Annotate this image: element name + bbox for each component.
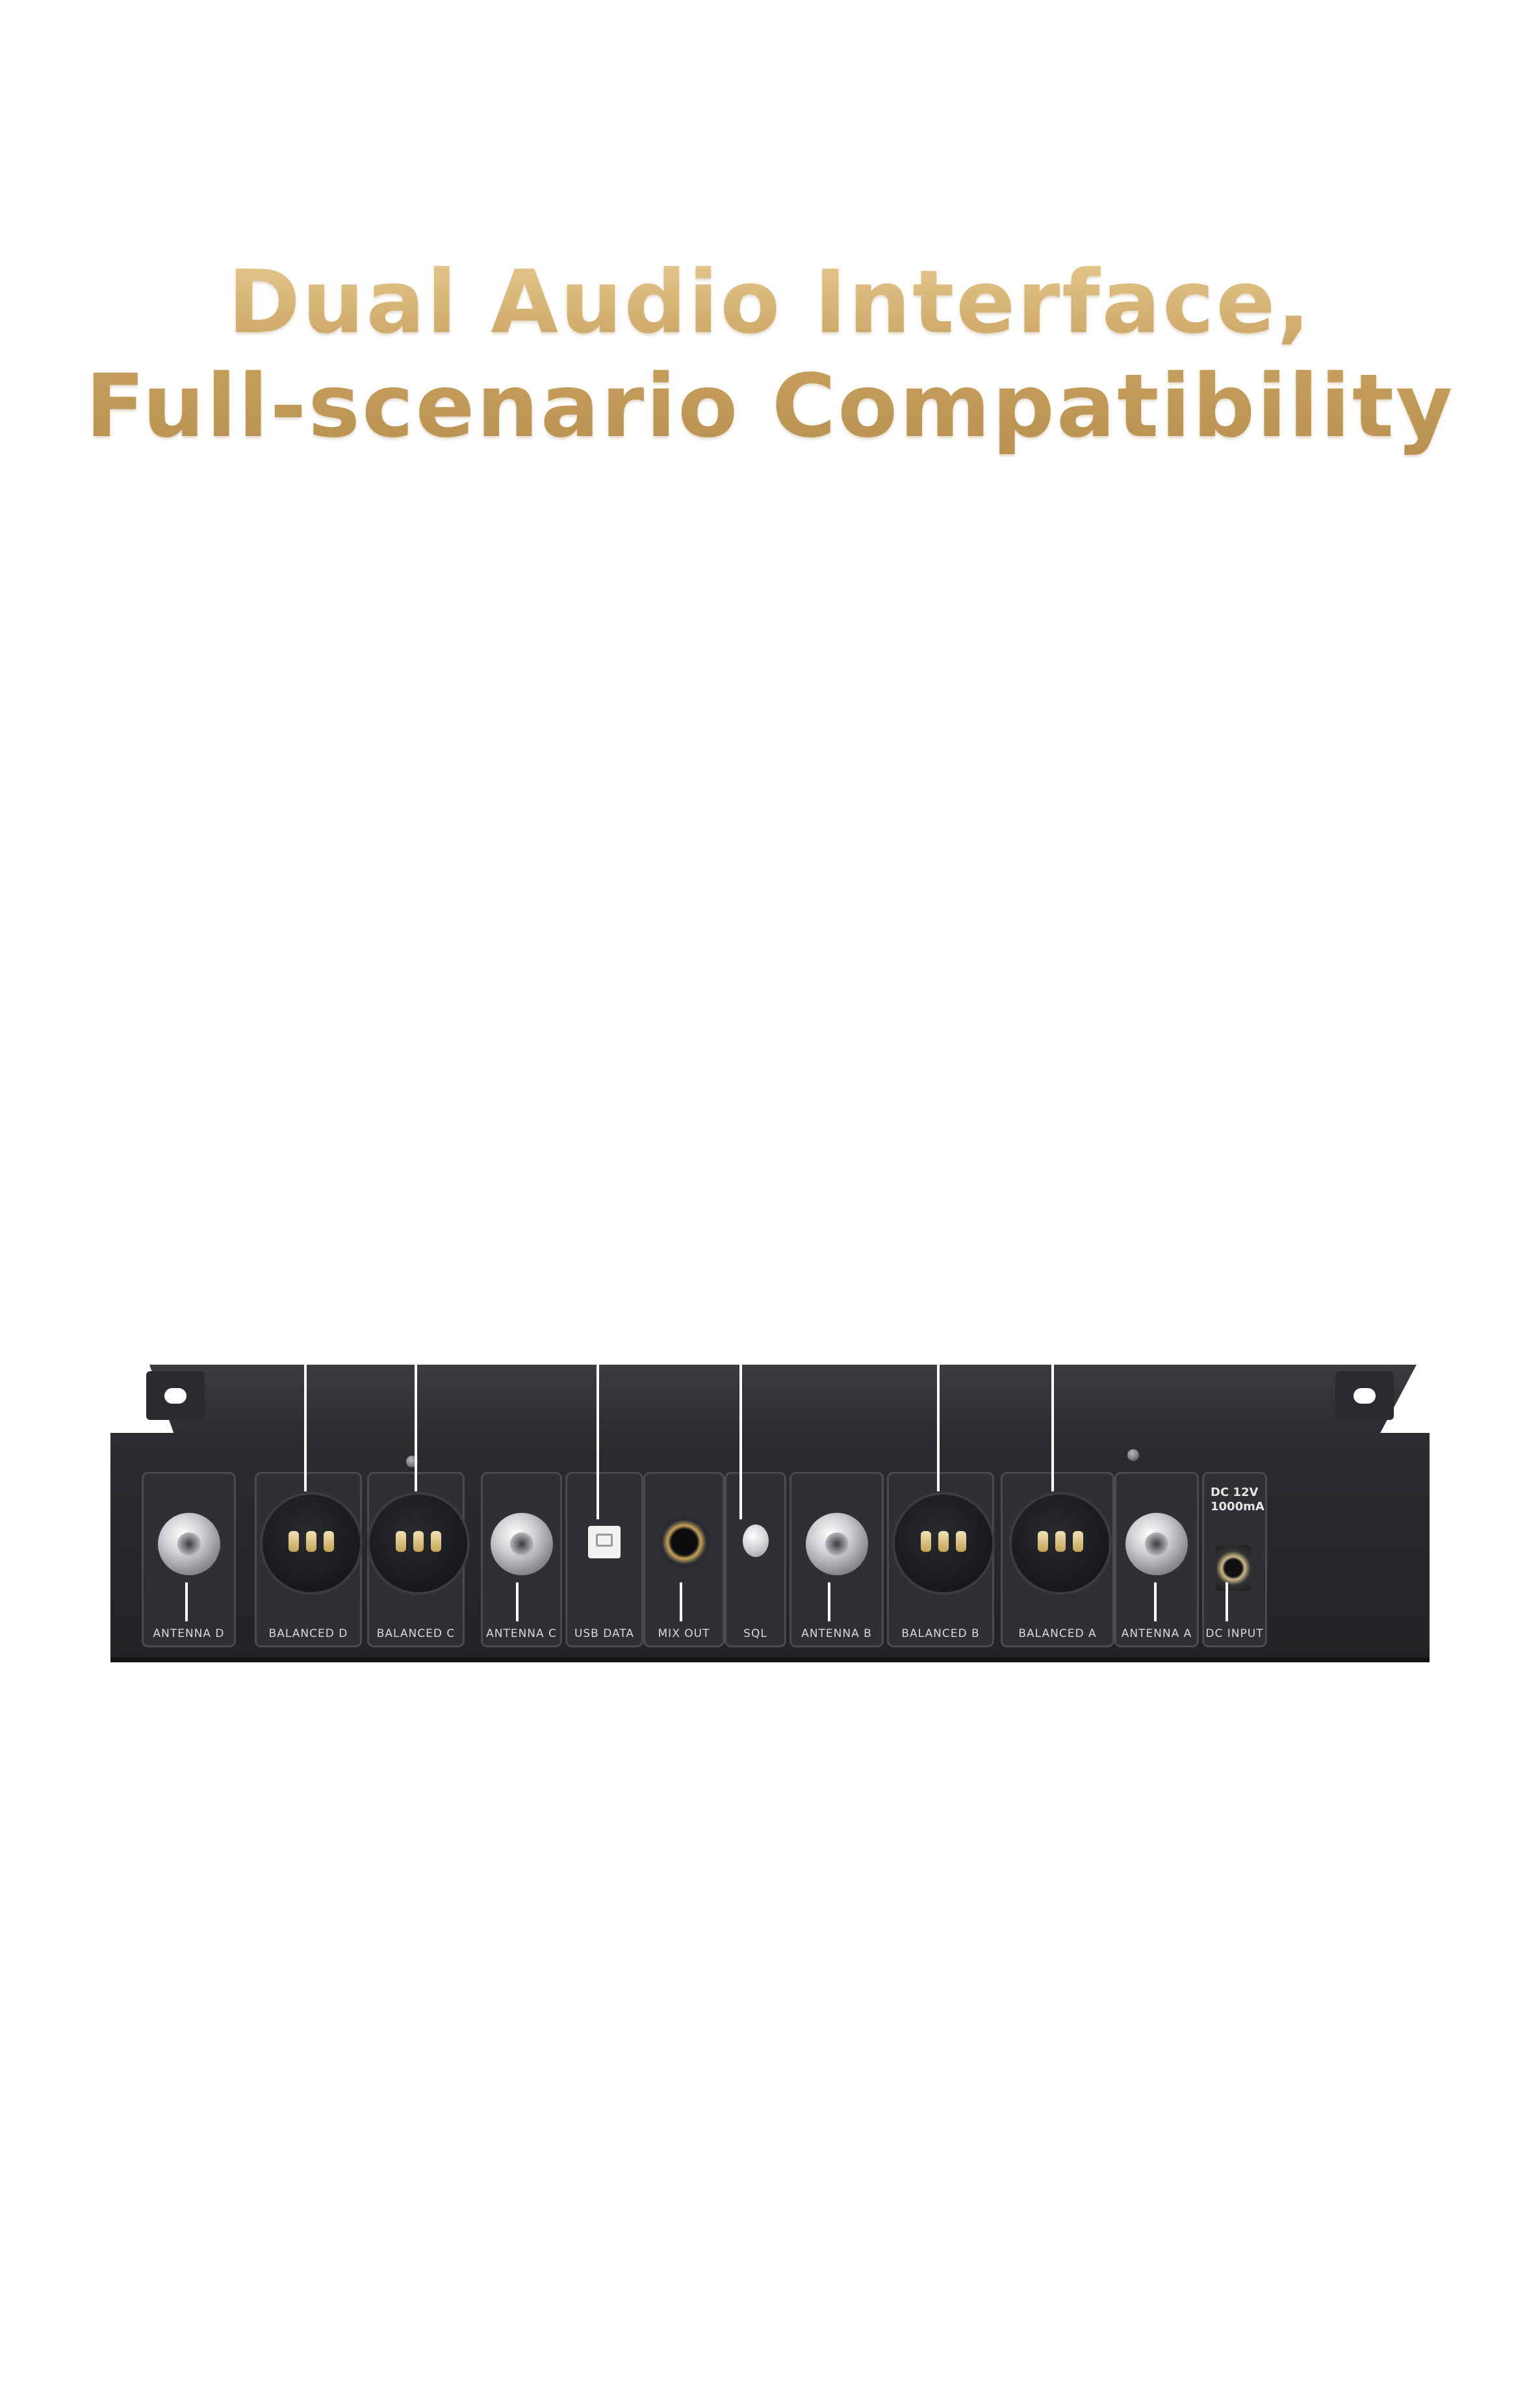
xlr-connector-icon [1008,1492,1112,1595]
port-label: BALANCED A [1018,1627,1097,1640]
mix-out-jack[interactable]: MIX OUT [643,1472,725,1647]
callout-line [937,1365,940,1491]
antenna-a-port[interactable]: ANTENNA A [1114,1472,1199,1647]
port-label: BALANCED B [901,1627,980,1640]
dc-spec-current: 1000mA [1211,1500,1264,1514]
xlr-connector-icon [367,1492,470,1595]
callout-line [185,1582,188,1621]
bnc-connector-icon [490,1513,553,1575]
dc-input-port[interactable]: DC 12V 1000mA DC INPUT [1202,1472,1267,1647]
rack-ear-right [1335,1371,1394,1420]
antenna-d-port[interactable]: ANTENNA D [142,1472,236,1647]
callout-line [597,1365,599,1519]
port-label: MIX OUT [658,1627,710,1640]
xlr-connector-icon [892,1492,995,1595]
callout-line [516,1582,519,1621]
port-label: ANTENNA B [801,1627,872,1640]
balanced-a-output[interactable]: BALANCED A [1001,1472,1114,1647]
balanced-b-output[interactable]: BALANCED B [887,1472,995,1647]
bnc-connector-icon [1125,1513,1188,1575]
callout-line [1051,1365,1054,1491]
audio-jack-icon [658,1516,710,1568]
callout-line [828,1582,830,1621]
callout-line [304,1365,307,1491]
dc-spec-text: DC 12V 1000mA [1211,1486,1264,1514]
port-label: BALANCED C [376,1627,456,1640]
callout-line [1226,1582,1228,1621]
balanced-c-output[interactable]: BALANCED C [367,1472,470,1647]
bnc-connector-icon [157,1513,220,1575]
port-label: SQL [743,1627,767,1640]
balanced-d-output[interactable]: BALANCED D [255,1472,363,1647]
port-label: USB DATA [574,1627,635,1640]
callout-line [739,1365,742,1519]
xlr-connector-icon [259,1492,363,1595]
receiver-unit: ANTENNA D BALANCED D BALANCED C ANTENNA … [110,1365,1430,1662]
port-label: ANTENNA A [1121,1627,1192,1640]
bnc-connector-icon [805,1513,868,1575]
port-label: ANTENNA C [486,1627,557,1640]
callout-line [415,1365,417,1491]
dc-power-jack-icon [1216,1545,1251,1591]
port-label: BALANCED D [268,1627,348,1640]
antenna-b-port[interactable]: ANTENNA B [789,1472,884,1647]
panel-screw [1127,1449,1139,1461]
rack-ear-left [146,1371,205,1420]
usb-data-port[interactable]: USB DATA [565,1472,643,1647]
port-label: DC INPUT [1205,1627,1264,1640]
squelch-knob-icon [742,1525,769,1557]
sql-knob[interactable]: SQL [725,1472,786,1647]
callout-line [1154,1582,1157,1621]
top-plate [149,1365,1417,1436]
usb-port-icon [588,1526,621,1558]
port-label: ANTENNA D [153,1627,225,1640]
dc-spec-voltage: DC 12V [1211,1486,1259,1499]
antenna-c-port[interactable]: ANTENNA C [481,1472,562,1647]
callout-line [680,1582,682,1621]
